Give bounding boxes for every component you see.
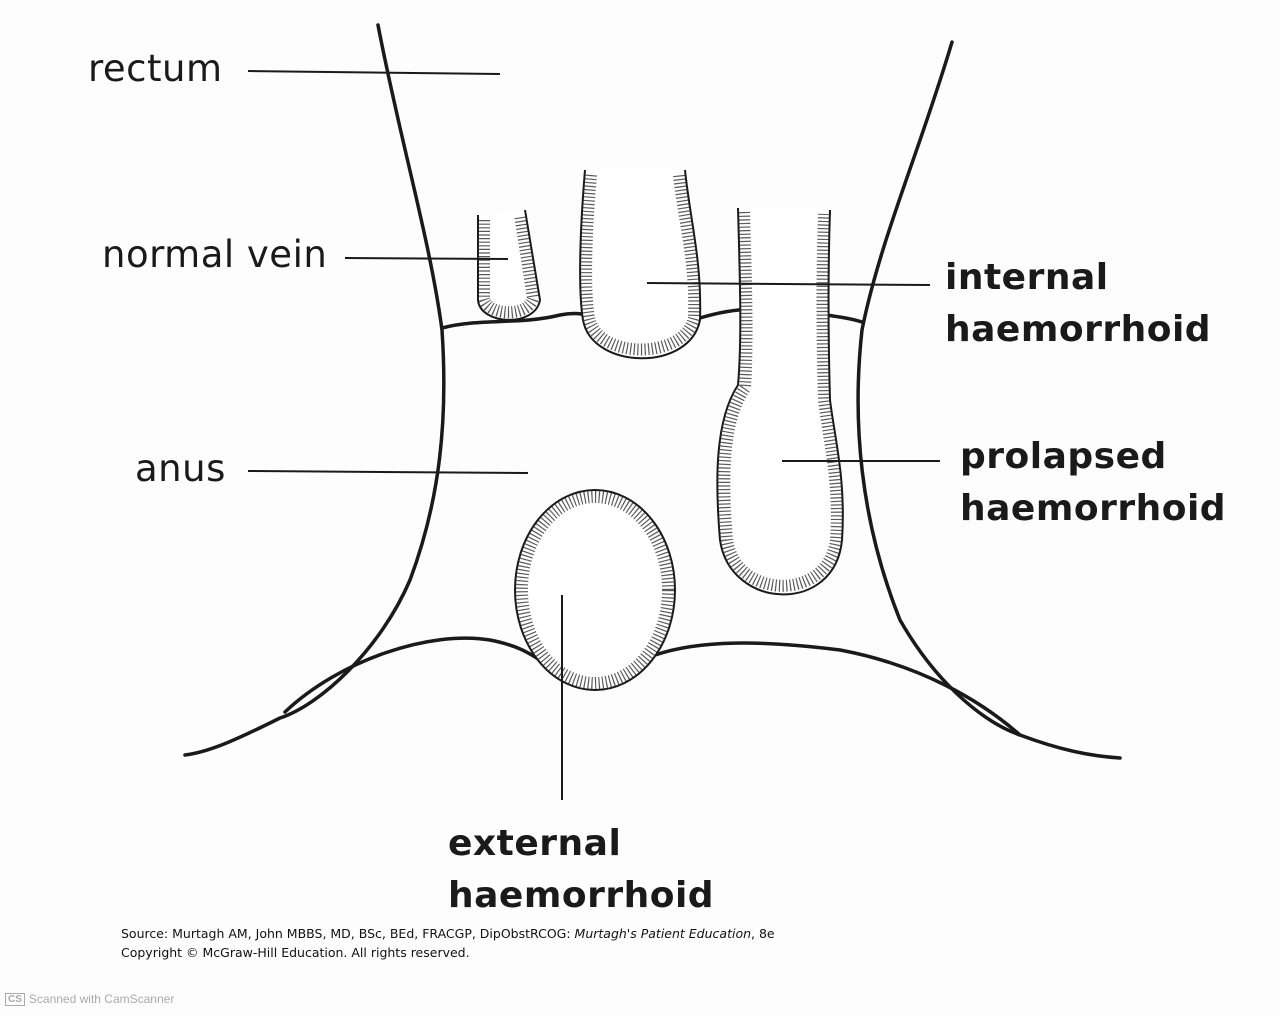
internal-leader: [646, 282, 931, 286]
right-canal-wall: [856, 40, 1122, 760]
label-line: haemorrhoid: [448, 875, 715, 916]
camscanner-logo-icon: CS: [5, 992, 25, 1006]
rectum-leader: [247, 70, 501, 75]
label-line: external: [448, 823, 622, 864]
source-edition: , 8e: [751, 926, 775, 941]
normal-vein-shape: [477, 209, 542, 321]
source-book: Murtagh's Patient Education: [574, 926, 752, 941]
label-line: internal: [945, 257, 1109, 298]
label-prolapsed-haemorrhoid: prolapsed haemorrhoid: [960, 431, 1226, 535]
label-external-haemorrhoid: external haemorrhoid: [448, 818, 714, 922]
left-canal-wall: [183, 23, 446, 757]
external-haemorrhoid-shape: [514, 489, 676, 691]
prolapsed-haemorrhoid-shape: [716, 207, 844, 596]
label-anus: anus: [135, 447, 226, 490]
camscanner-watermark: CS Scanned with CamScanner: [5, 992, 174, 1006]
label-line: haemorrhoid: [960, 488, 1227, 529]
watermark-text: Scanned with CamScanner: [28, 992, 175, 1006]
copyright: Copyright © McGraw-Hill Education. All r…: [121, 945, 470, 960]
source-citation: Source: Murtagh AM, John MBBS, MD, BSc, …: [121, 926, 775, 941]
source-text: Source: Murtagh AM, John MBBS, MD, BSc, …: [121, 926, 575, 941]
internal-haemorrhoid-shape: [579, 169, 702, 360]
anus-leader: [247, 470, 529, 474]
label-line: haemorrhoid: [945, 309, 1212, 350]
label-internal-haemorrhoid: internal haemorrhoid: [945, 252, 1211, 356]
label-line: prolapsed: [960, 436, 1167, 477]
label-rectum: rectum: [88, 47, 223, 90]
label-normal-vein: normal vein: [102, 233, 328, 276]
anal-margin-right: [653, 641, 1022, 737]
dentate-line-left: [440, 311, 587, 330]
anal-margin-left: [283, 636, 542, 714]
normal-vein-leader: [344, 257, 509, 260]
